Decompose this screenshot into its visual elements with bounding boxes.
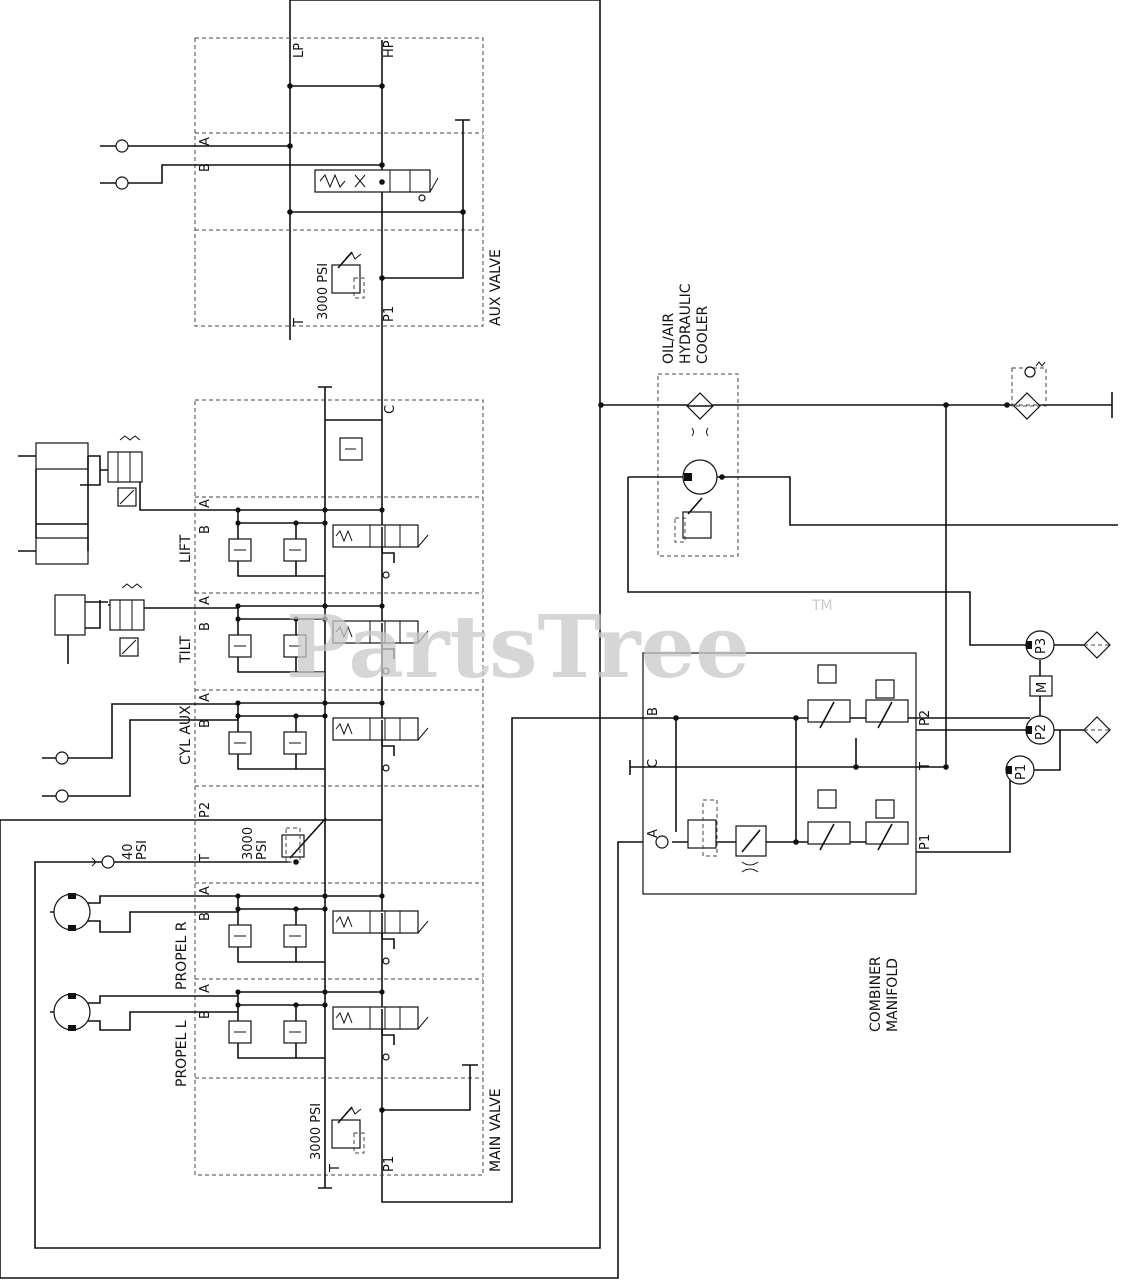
tilt-cylinder [54,583,238,664]
cooler-labels: OIL/AIR HYDRAULIC COOLER [661,283,711,364]
main-port-p1: P1 [382,1156,397,1172]
watermark: PartsTree TM [286,597,833,698]
combiner-port-c: C [646,759,661,768]
aux-valve-labels: LP HP A B 3000 PSI T P1 AUX VALVE [198,40,504,327]
cyl-aux-port-a: A [198,693,213,702]
propel-l-port-a: A [198,984,213,993]
pump-label-p1: P1 [1014,764,1029,780]
main-port-c: C [383,405,398,414]
valve-section-propel-r [228,893,429,965]
cooler-label-line2: HYDRAULIC [678,283,694,364]
mid-relief-value: 3000 [241,827,256,860]
aux-relief-label: 3000 PSI [316,263,331,320]
main-return-lines [0,0,643,1279]
cyl-aux-ports [42,703,238,803]
watermark-text: PartsTree [286,597,750,698]
combiner-port-p2: P2 [918,710,933,726]
aux-port-lp: LP [292,43,307,58]
aux-port-hp: HP [382,40,397,58]
main-relief-label: 3000 PSI [309,1103,324,1160]
aux-valve [100,37,484,327]
valve-section-lift [228,507,429,579]
cyl-aux-port-b: B [198,719,213,728]
combiner-port-b: B [646,707,661,716]
aux-valve-title: AUX VALVE [488,249,504,326]
propel-motors [50,893,238,1031]
valve-section-propel-l [228,989,429,1061]
lift-cylinders [18,435,238,565]
combiner-title-line2: MANIFOLD [885,958,901,1032]
combiner-port-t: T [918,762,933,771]
main-valve [0,386,484,1189]
mid-relief-unit: PSI [255,840,270,860]
section-label-lift: LIFT [178,534,194,563]
pump-label-p3: P3 [1034,638,1049,654]
tilt-port-a: A [198,596,213,605]
check-valve-value: 40 [121,843,136,860]
valve-section-tilt [228,603,429,675]
section-label-tilt: TILT [178,635,194,664]
section-label-propel-r: PROPEL R [174,921,190,990]
main-valve-labels: C LIFT TILT CYL AUX PROPEL R PROPEL L A … [121,405,504,1173]
main-port-p2: P2 [198,802,213,818]
aux-port-t: T [292,318,307,327]
combiner-port-p1: P1 [918,834,933,850]
main-valve-title: MAIN VALVE [488,1088,504,1172]
pump-stack [1005,630,1111,785]
cooler-label-line3: COOLER [695,306,711,364]
valve-section-cyl-aux [228,700,429,772]
combiner-manifold [600,405,1030,895]
motor-label: M [1035,682,1050,693]
main-valve-sections [228,507,429,1061]
combiner-port-a: A [646,829,661,838]
aux-port-b: B [198,163,213,172]
pump-label-p2: P2 [1034,724,1049,740]
section-label-propel-l: PROPEL L [174,1020,190,1087]
pump-labels: P3 P2 P1 M [1014,638,1050,780]
lift-port-b: B [198,525,213,534]
main-port-t-mid: T [198,854,213,863]
return-filter [598,361,1047,480]
tilt-port-b: B [198,622,213,631]
propel-r-port-a: A [198,886,213,895]
section-label-cyl-aux: CYL AUX [178,705,194,765]
propel-r-port-b: B [198,912,213,921]
combiner-labels: B C A P2 T P1 COMBINER MANIFOLD [646,707,933,1032]
combiner-title-line1: COMBINER [868,956,884,1032]
main-port-t: T [328,1164,343,1173]
propel-l-port-b: B [198,1010,213,1019]
lift-port-a: A [198,499,213,508]
aux-port-a: A [198,137,213,146]
cooler-label-line1: OIL/AIR [661,313,677,364]
aux-port-p1: P1 [382,306,397,322]
watermark-tm: TM [811,598,833,614]
check-valve-unit: PSI [135,840,150,860]
